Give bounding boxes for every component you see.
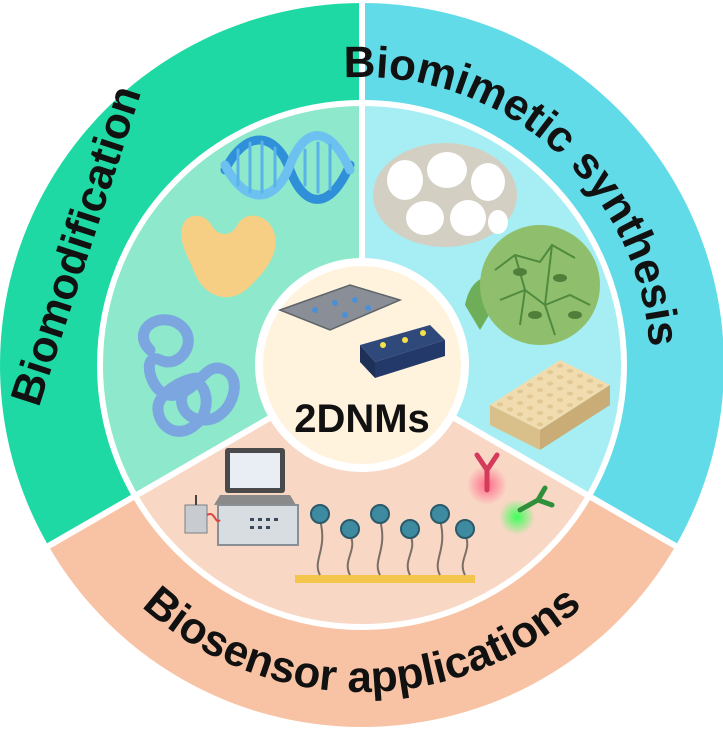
probe-strand [376,519,384,576]
honeycomb-pore [536,399,544,404]
honeycomb-pore [566,403,574,407]
polymer-coil-icon [138,314,240,437]
honeycomb-pore [516,412,524,417]
honeycomb-pore [556,409,564,414]
nanomaterial-block-icon [360,325,445,378]
honeycomb-pore [556,398,564,402]
honeycomb-pore [566,368,574,373]
honeycomb-pore [526,383,534,387]
probe-target [340,519,360,539]
honeycomb-pore [546,381,554,386]
probe-target [430,504,450,524]
probe-target [455,519,475,539]
antibody-fluorescent-icon [467,452,555,535]
dna-helix-icon [220,131,355,204]
honeycomb-pore [576,396,584,401]
honeycomb-pore [586,378,594,383]
probe-strand [436,519,444,576]
honeycomb-pore [556,363,564,368]
protein-blob-icon [181,215,276,298]
honeycomb-pore [576,373,584,378]
honeycomb-pore [566,391,574,396]
probe-strand [316,519,324,576]
probe-target [370,504,390,524]
honeycomb-pore [506,395,514,400]
honeycomb-pore [596,383,604,388]
honeycomb-pore [496,402,504,407]
electrode-probe-icon [295,504,475,583]
probe-target [400,519,420,539]
honeycomb-pore [536,388,544,392]
porous-membrane-icon [373,143,517,247]
honeycomb-pore [526,405,534,410]
honeycomb-pore [576,385,584,390]
honeycomb-pore [566,380,574,385]
probe-target [310,504,330,524]
honeycomb-pore [526,394,534,399]
honeycomb-pore [556,386,564,391]
honeycomb-pore [536,410,544,415]
honeycomb-pore [546,393,554,397]
honeycomb-pore [536,422,544,427]
graphene-sheet-icon [277,284,403,331]
honeycomb-pore [546,370,554,375]
leaf-cell-icon [465,225,600,345]
honeycomb-pore [516,400,524,405]
honeycomb-pore [506,407,514,412]
honeycomb-pore [556,375,564,380]
honeycomb-block-icon [490,360,610,450]
honeycomb-pore [546,415,554,420]
instrument-icon [184,495,299,546]
honeycomb-pore [526,417,534,422]
laptop-icon [214,448,296,505]
center-label: 2DNMs [294,397,430,441]
honeycomb-pore [536,376,544,381]
ring-separators [43,0,681,630]
honeycomb-pore [586,390,594,395]
honeycomb-pore [516,389,524,394]
honeycomb-pore [546,404,554,409]
